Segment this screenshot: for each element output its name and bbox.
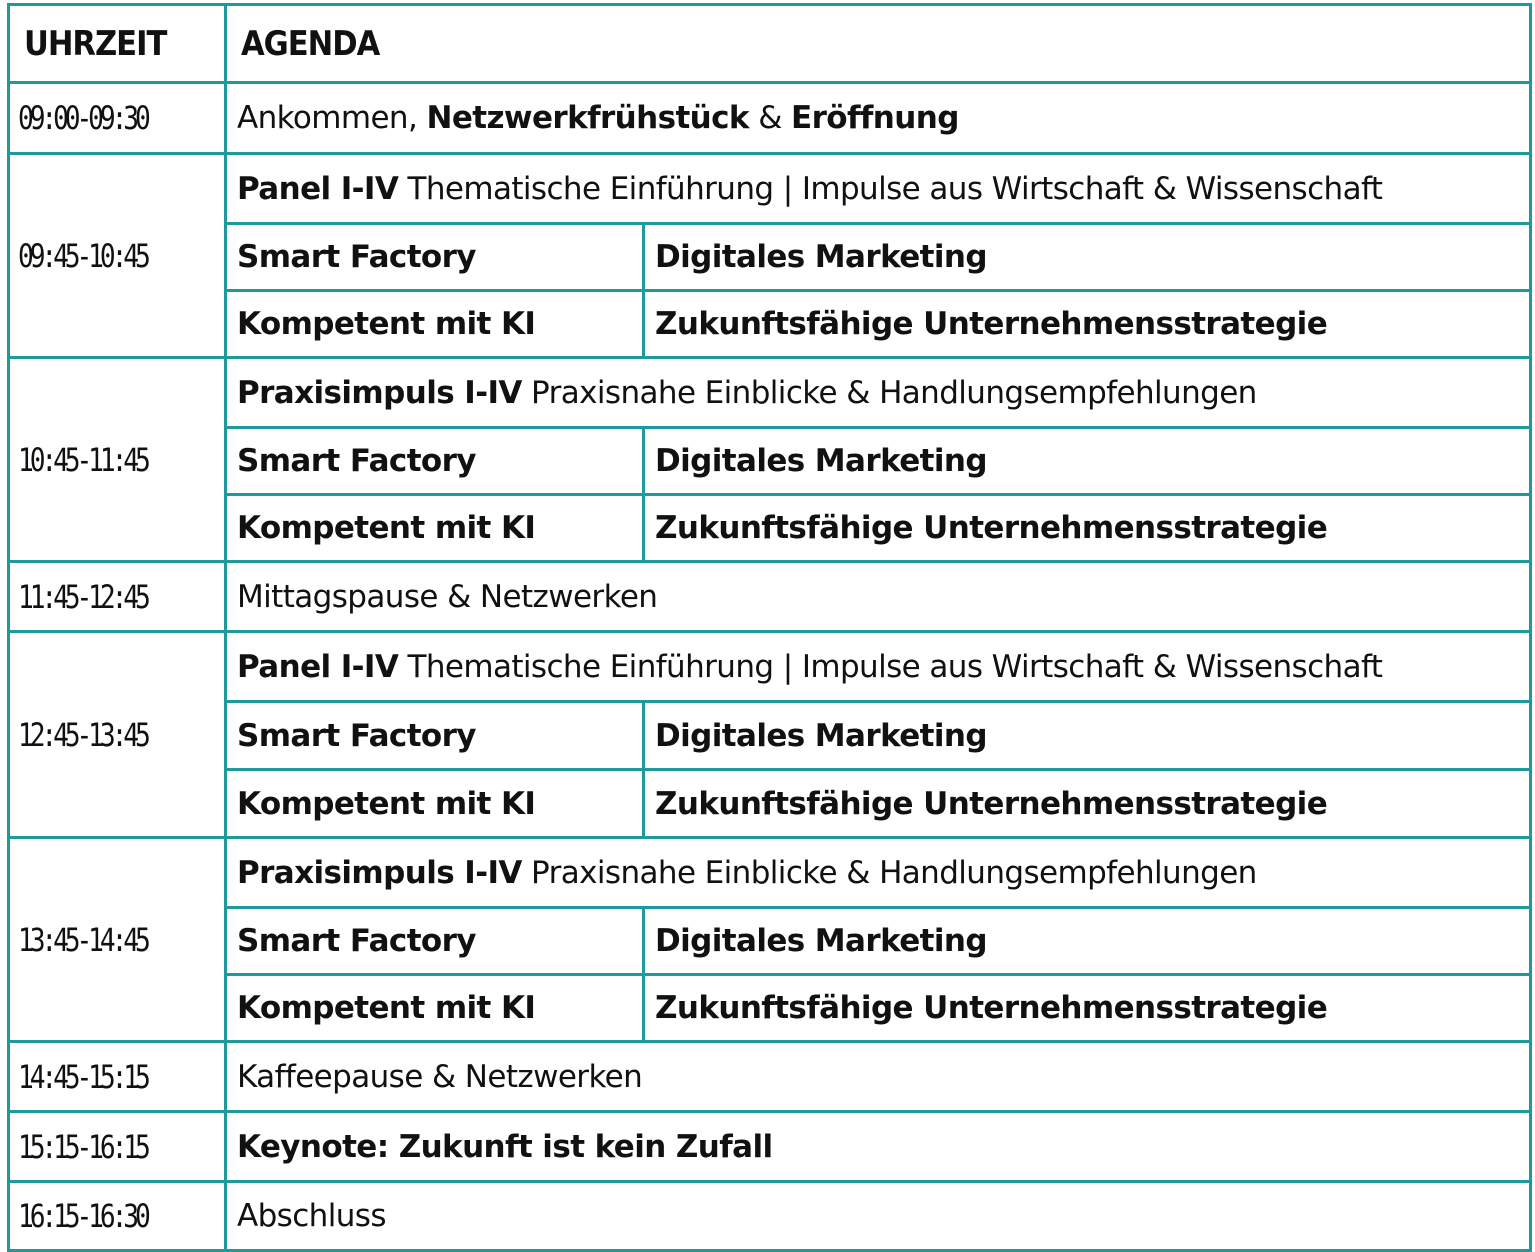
table-row: Kompetent mit KI Zukunftsfähige Unterneh…: [9, 973, 1532, 1043]
header-time: UHRZEIT: [7, 3, 227, 84]
table-row: Smart Factory Digitales Marketing: [9, 700, 1532, 771]
track-ki: Kompetent mit KI: [224, 768, 645, 839]
time-cell: 16:15-16:30: [7, 1180, 227, 1252]
table-row: 16:15-16:30 Abschluss: [7, 1180, 1532, 1252]
table-row: Smart Factory Digitales Marketing: [9, 426, 1532, 496]
track-strategy: Zukunftsfähige Unternehmensstrategie: [642, 768, 1532, 839]
track-strategy: Zukunftsfähige Unternehmensstrategie: [642, 493, 1532, 563]
track-ki: Kompetent mit KI: [224, 289, 645, 359]
time-cell: 15:15-16:15: [7, 1110, 227, 1183]
track-smart-factory: Smart Factory: [224, 700, 645, 771]
track-strategy: Zukunftsfähige Unternehmensstrategie: [642, 973, 1532, 1043]
table-row: Kompetent mit KI Zukunftsfähige Unterneh…: [9, 289, 1532, 359]
time-cell: 09:00-09:30: [7, 81, 227, 155]
table-row: 15:15-16:15 Keynote: Zukunft ist kein Zu…: [7, 1110, 1532, 1183]
track-digital-marketing: Digitales Marketing: [642, 906, 1532, 976]
track-digital-marketing: Digitales Marketing: [642, 426, 1532, 496]
header-agenda: AGENDA: [224, 3, 1532, 84]
time-cell: 12:45-13:45: [7, 630, 227, 839]
time-cell: 09:45-10:45: [7, 152, 227, 359]
track-ki: Kompetent mit KI: [224, 973, 645, 1043]
table-row: 12:45-13:45 Panel I-IV Thematische Einfü…: [7, 630, 1532, 839]
track-strategy: Zukunftsfähige Unternehmensstrategie: [642, 289, 1532, 359]
agenda-cell: Abschluss: [224, 1180, 1532, 1252]
session-title: Panel I-IV Thematische Einführung | Impu…: [224, 630, 1532, 703]
table-row: Smart Factory Digitales Marketing: [9, 222, 1532, 292]
table-row: 14:45-15:15 Kaffeepause & Netzwerken: [7, 1040, 1532, 1113]
track-ki: Kompetent mit KI: [224, 493, 645, 563]
agenda-cell: Ankommen, Netzwerkfrühstück & Eröffnung: [224, 81, 1532, 155]
table-row: 11:45-12:45 Mittagspause & Netzwerken: [7, 560, 1532, 633]
table-row: Kompetent mit KI Zukunftsfähige Unterneh…: [9, 493, 1532, 563]
track-digital-marketing: Digitales Marketing: [642, 222, 1532, 292]
table-row: 13:45-14:45 Praxisimpuls I-IV Praxisnahe…: [7, 836, 1532, 1043]
time-cell: 14:45-15:15: [7, 1040, 227, 1113]
keynote-cell: Keynote: Zukunft ist kein Zufall: [224, 1110, 1532, 1183]
table-row: Kompetent mit KI Zukunftsfähige Unterneh…: [9, 768, 1532, 839]
table-row: Smart Factory Digitales Marketing: [9, 906, 1532, 976]
time-cell: 13:45-14:45: [7, 836, 227, 1043]
session-title: Praxisimpuls I-IV Praxisnahe Einblicke &…: [224, 836, 1532, 909]
track-smart-factory: Smart Factory: [224, 426, 645, 496]
time-cell: 11:45-12:45: [7, 560, 227, 633]
session-title: Panel I-IV Thematische Einführung | Impu…: [224, 152, 1532, 225]
header-row: UHRZEIT AGENDA: [7, 3, 1532, 84]
table-row: 09:45-10:45 Panel I-IV Thematische Einfü…: [7, 152, 1532, 359]
table-row: 10:45-11:45 Praxisimpuls I-IV Praxisnahe…: [7, 356, 1532, 563]
track-smart-factory: Smart Factory: [224, 222, 645, 292]
time-cell: 10:45-11:45: [7, 356, 227, 563]
table-row: 09:00-09:30 Ankommen, Netzwerkfrühstück …: [7, 81, 1532, 155]
agenda-table: UHRZEIT AGENDA 09:00-09:30 Ankommen, Net…: [7, 3, 1532, 1252]
track-digital-marketing: Digitales Marketing: [642, 700, 1532, 771]
session-title: Praxisimpuls I-IV Praxisnahe Einblicke &…: [224, 356, 1532, 429]
agenda-cell: Mittagspause & Netzwerken: [224, 560, 1532, 633]
track-smart-factory: Smart Factory: [224, 906, 645, 976]
agenda-cell: Kaffeepause & Netzwerken: [224, 1040, 1532, 1113]
